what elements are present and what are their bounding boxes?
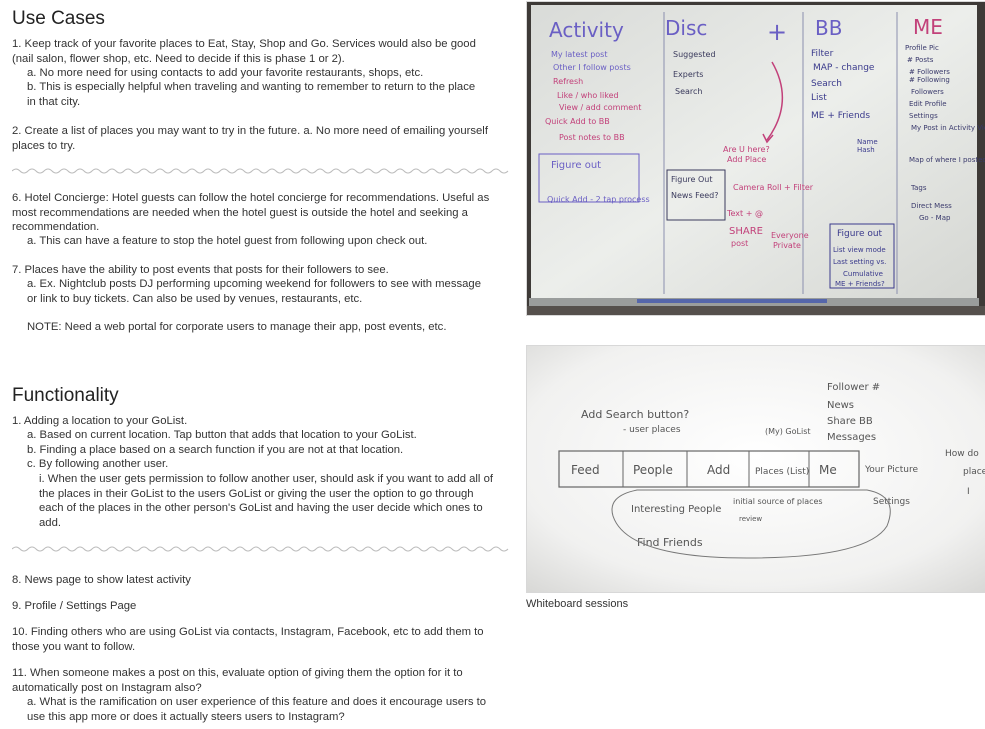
use-case-2: 2. Create a list of places you may want … [12,125,488,152]
wb-header-activity: Activity [549,18,624,42]
wb-disc-12: Everyone [771,231,809,240]
wb2-settings: Settings [873,497,910,507]
wb-disc-8: Camera Roll + Filter [733,183,814,192]
wb-me-8: My Post in Activity View [911,124,985,132]
whiteboard-photo-bottom: Add Search button? - user places Followe… [526,345,985,593]
wb-bb-11: Cumulative [843,270,883,278]
wb-disc-2: Experts [673,70,703,79]
wb2-find-friends: Find Friends [637,536,703,549]
whiteboard-photo-top: Activity Disc + BB ME My latest post Oth… [526,1,985,316]
functionality-heading: Functionality [12,385,119,406]
wb-activity-8: Figure out [551,160,601,171]
wb-disc-11: post [731,239,748,248]
wb-me-12: Go - Map [919,214,951,222]
wb-bb-10: Last setting vs. [833,258,886,266]
wb-activity-5: View / add comment [559,103,641,112]
wb-bb-2: MAP - change [813,63,875,73]
func-1b: b. Finding a place based on a search fun… [27,444,404,456]
wb-bb-5: ME + Friends [811,111,870,121]
wb-activity-4: Like / who liked [557,91,619,100]
wb-header-me: ME [913,15,943,39]
wb-disc-7: Add Place [727,155,766,164]
wb2-user-places: - user places [623,425,681,435]
func-11: 11. When someone makes a post on this, e… [12,667,463,694]
wb2-tab-people: People [633,463,673,477]
wb2-initial-source: initial source of places [733,497,823,506]
wb-disc-3: Search [675,87,702,96]
wavy-divider [12,168,509,174]
use-case-1b: b. This is especially helpful when trave… [27,81,476,108]
use-case-1a: a. No more need for using contacts to ad… [27,67,424,79]
wb-disc-1: Suggested [673,50,716,59]
wb2-review: review [739,515,762,523]
wb-disc-4: Figure Out [671,175,712,184]
use-case-7a: a. Ex. Nightclub posts DJ performing upc… [27,278,481,305]
wb-activity-6: Quick Add to BB [545,117,610,126]
wb2-your-picture: Your Picture [864,465,918,475]
wb-header-disc: Disc [665,16,707,40]
wb-activity-1: My latest post [551,50,608,59]
use-cases-heading: Use Cases [12,8,105,29]
wb2-tab-places: Places (List) [755,467,809,477]
func-11a: a. What is the ramification on user expe… [27,696,487,723]
func-8: 8. News page to show latest activity [12,574,191,586]
wb-bb-9: List view mode [833,246,886,254]
func-10: 10. Finding others who are using GoList … [12,626,484,653]
wavy-divider-2 [12,546,509,552]
wb-me-5: Followers [911,88,944,96]
func-1c: c. By following another user. [27,458,169,470]
func-9: 9. Profile / Settings Page [12,600,137,612]
wb-bb-8: Figure out [837,229,883,239]
wb-bb-6: Name [857,138,878,146]
use-case-6: 6. Hotel Concierge: Hotel guests can fol… [12,192,490,233]
func-1: 1. Adding a location to your GoList. [12,415,188,427]
wb2-tab-me: Me [819,463,837,477]
wb-me-10: Tags [910,184,927,192]
wb2-tab-add: Add [707,463,730,477]
wb2-my-golist: (My) GoList [765,427,811,436]
wb-activity-7: Post notes to BB [559,133,625,142]
wb-header-bb: BB [815,16,842,40]
wb-me-11: Direct Mess [911,202,952,210]
wb-me-7: Settings [909,112,938,120]
wb-activity-3: Refresh [553,77,583,86]
wb-header-plus: + [767,18,787,46]
wb-disc-9: Text + @ [726,209,763,218]
wb2-add-search: Add Search button? [581,408,689,421]
wb-bb-4: List [811,93,827,103]
wb-me-2: # Posts [907,56,934,64]
use-case-6a: a. This can have a feature to stop the h… [27,235,428,247]
wb-disc-13: Private [773,241,801,250]
wb2-share-bb: Share BB [827,416,873,427]
wb-me-3: # Followers [909,68,950,76]
wb-disc-6: Are U here? [723,145,770,154]
func-1a: a. Based on current location. Tap button… [27,429,417,441]
wb-me-1: Profile Pic [905,44,939,52]
wb2-messages: Messages [827,432,876,443]
wb2-how-do: How do [945,449,979,459]
wb-me-4: # Following [909,76,950,84]
wb-bb-3: Search [811,79,842,89]
wb2-tab-feed: Feed [571,463,600,477]
wb-bb-1: Filter [811,49,834,59]
wb2-place: place [963,467,985,477]
wb2-i: I [967,487,970,497]
wb-activity-9: Quick Add - 2 tap process [547,195,650,204]
wb-bb-7: Hash [857,146,875,154]
wb2-interesting-people: Interesting People [631,504,721,515]
wb-me-9: Map of where I posted [909,156,985,164]
wb-disc-10: SHARE [729,226,763,237]
wb-me-6: Edit Profile [909,100,947,108]
whiteboard-caption: Whiteboard sessions [526,598,629,610]
wb-activity-2: Other I follow posts [553,63,631,72]
use-case-1: 1. Keep track of your favorite places to… [12,38,476,65]
func-1ci: i. When the user gets permission to foll… [39,473,494,529]
use-case-7: 7. Places have the ability to post event… [12,264,389,276]
wb2-follower: Follower # [827,382,880,393]
wb2-news: News [827,400,854,411]
wb-bb-12: ME + Friends? [835,280,885,288]
use-cases-note: NOTE: Need a web portal for corporate us… [27,321,447,333]
wb-disc-5: News Feed? [671,191,719,200]
